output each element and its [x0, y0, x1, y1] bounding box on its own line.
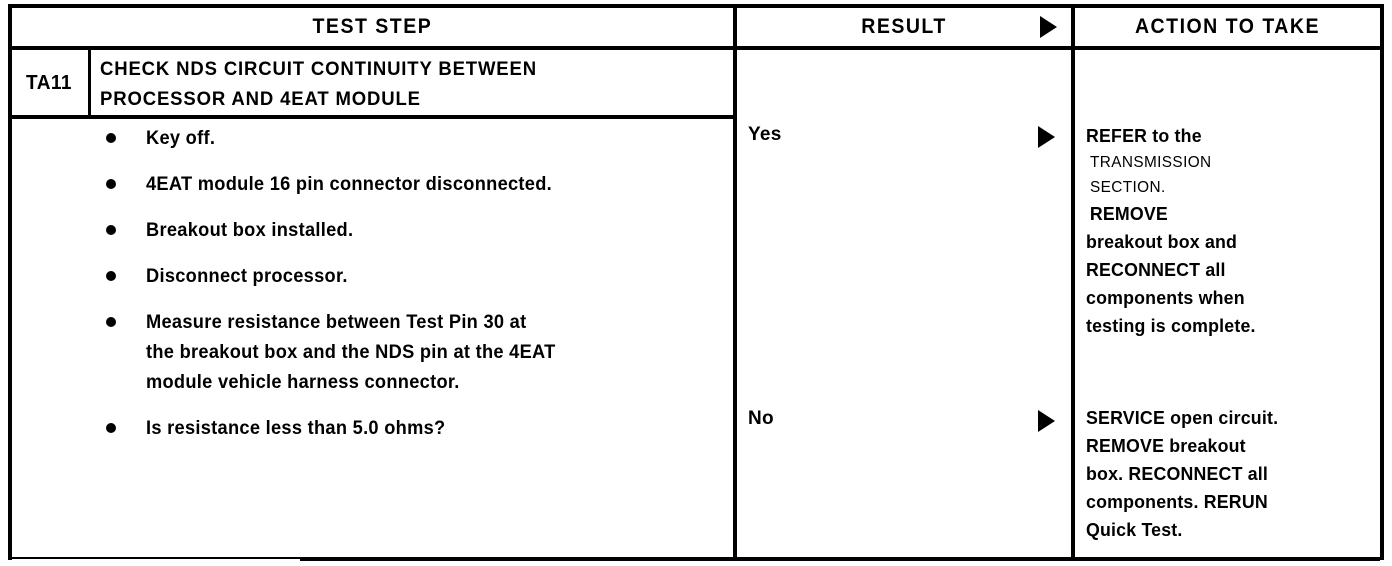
bullet-dot-icon [106, 179, 116, 189]
header-test-step: TEST STEP [12, 8, 733, 46]
bullet-item: Is resistance less than 5.0 ohms? [106, 414, 726, 444]
step-title: CHECK NDS CIRCUIT CONTINUITY BETWEEN PROC… [100, 54, 730, 114]
table-border-left [8, 4, 12, 560]
header-result-label: RESULT [861, 15, 947, 38]
right-triangle-icon [1040, 16, 1057, 38]
header-action-label: ACTION TO TAKE [1134, 15, 1321, 38]
action-yes-line-7: testing is complete. [1086, 315, 1256, 336]
bullet-item: Key off. [106, 124, 726, 154]
bullet-item: Measure resistance between Test Pin 30 a… [106, 308, 726, 398]
result-yes-label: Yes [748, 124, 782, 145]
action-yes-line-2: SECTION. [1090, 179, 1166, 196]
header-result: RESULT [737, 8, 1071, 46]
bullet-5-line-0: Is resistance less than 5.0 ohms? [146, 418, 446, 439]
bullet-0-line-0: Key off. [146, 128, 216, 149]
action-yes-line-1: TRANSMISSION [1090, 154, 1212, 171]
action-yes-line-4: breakout box and [1086, 231, 1238, 252]
bullet-text: Breakout box installed. [146, 216, 362, 246]
action-no-line-1: REMOVE breakout [1086, 435, 1246, 456]
bullet-4-line-2: module vehicle harness connector. [146, 372, 460, 393]
table-border-bottom [8, 557, 1384, 559]
header-bottom-rule [8, 46, 1384, 50]
bullet-text: Is resistance less than 5.0 ohms? [146, 414, 458, 444]
test-step-bullet-list: Key off. 4EAT module 16 pin connector dis… [106, 124, 726, 460]
bullet-2-line-0: Breakout box installed. [146, 220, 354, 241]
table-border-bottom-fragment [300, 559, 1380, 561]
header-action-to-take: ACTION TO TAKE [1075, 8, 1380, 46]
column-divider-result [733, 4, 737, 560]
bullet-text: Measure resistance between Test Pin 30 a… [146, 308, 573, 398]
action-no-line-3: components. RERUN [1086, 491, 1268, 512]
bullet-item: Disconnect processor. [106, 262, 726, 292]
header-test-step-label: TEST STEP [312, 15, 433, 38]
bullet-4-line-0: Measure resistance between Test Pin 30 a… [146, 312, 527, 333]
column-divider-action [1071, 4, 1075, 560]
bullet-4-line-1: the breakout box and the NDS pin at the … [146, 342, 556, 363]
step-title-bottom-rule [8, 115, 736, 119]
step-code: TA11 [26, 71, 72, 94]
bullet-dot-icon [106, 133, 116, 143]
action-yes-line-0: REFER to the [1086, 125, 1202, 146]
table-border-top [8, 4, 1384, 8]
bullet-item: Breakout box installed. [106, 216, 726, 246]
bullet-item: 4EAT module 16 pin connector disconnecte… [106, 170, 726, 200]
action-no-line-2: box. RECONNECT all [1086, 463, 1269, 484]
bullet-text: 4EAT module 16 pin connector disconnecte… [146, 170, 569, 200]
step-code-divider [88, 50, 91, 116]
table-border-right [1380, 4, 1384, 560]
bullet-dot-icon [106, 271, 116, 281]
bullet-3-line-0: Disconnect processor. [146, 266, 348, 287]
bullet-text: Key off. [146, 124, 218, 154]
result-no-label: No [748, 408, 774, 429]
right-triangle-icon [1038, 410, 1055, 432]
bullet-dot-icon [106, 423, 116, 433]
action-no-block: SERVICE open circuit. REMOVE breakout box.… [1086, 404, 1382, 544]
action-yes-line-3: REMOVE [1089, 203, 1168, 224]
step-title-line-0: CHECK NDS CIRCUIT CONTINUITY BETWEEN [100, 58, 537, 80]
result-no: No [748, 408, 1048, 438]
bullet-dot-icon [106, 317, 116, 327]
action-no-line-0: SERVICE open circuit. [1086, 407, 1279, 428]
right-triangle-icon [1038, 126, 1055, 148]
bullet-dot-icon [106, 225, 116, 235]
action-no-line-4: Quick Test. [1086, 519, 1183, 540]
bullet-text: Disconnect processor. [146, 262, 356, 292]
result-yes: Yes [748, 124, 1048, 154]
action-yes-line-6: components when [1086, 287, 1245, 308]
bullet-1-line-0: 4EAT module 16 pin connector disconnecte… [146, 174, 553, 195]
step-title-line-1: PROCESSOR AND 4EAT MODULE [100, 88, 421, 110]
action-yes-line-5: RECONNECT all [1086, 259, 1226, 280]
